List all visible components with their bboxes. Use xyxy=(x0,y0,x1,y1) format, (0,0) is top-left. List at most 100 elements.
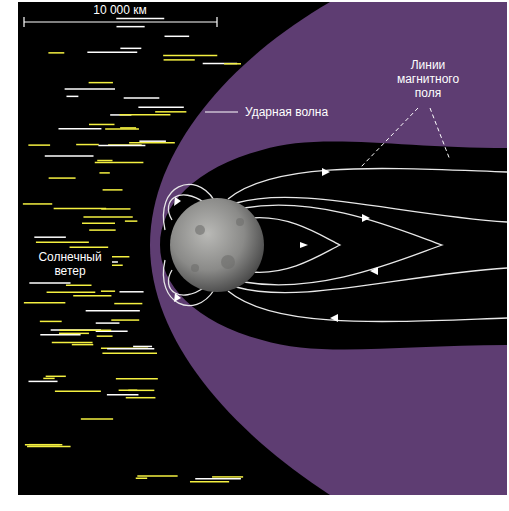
wind-streak xyxy=(83,216,132,218)
wind-streak xyxy=(99,172,109,174)
crater xyxy=(191,264,199,272)
wind-streak xyxy=(129,142,175,144)
field-line xyxy=(236,197,507,222)
wind-streak xyxy=(120,114,171,116)
wind-streak xyxy=(165,36,190,38)
scale-line xyxy=(24,21,217,22)
wind-streak xyxy=(55,391,101,393)
wind-streak xyxy=(49,177,76,179)
shock-region xyxy=(150,2,507,495)
wind-streak xyxy=(164,59,195,61)
arrow-head xyxy=(362,214,370,222)
wind-streak xyxy=(28,144,50,146)
wind-streak xyxy=(58,128,101,130)
wind-streak xyxy=(155,111,186,113)
field-line xyxy=(252,218,340,273)
crater xyxy=(236,218,244,226)
wind-streak xyxy=(124,97,160,99)
wind-streak xyxy=(133,346,152,348)
wind-streak xyxy=(65,88,115,90)
magnetopause xyxy=(160,141,507,349)
wind-streak xyxy=(59,333,89,335)
arrow-head xyxy=(174,197,181,206)
scale-bar xyxy=(24,17,217,27)
wind-streak xyxy=(82,222,115,224)
wind-streak xyxy=(116,18,164,20)
wind-streak xyxy=(40,334,80,336)
leader-line xyxy=(430,108,450,160)
wind-streak xyxy=(54,208,106,210)
wind-streak xyxy=(119,291,143,293)
wind-streak xyxy=(98,145,145,147)
wind-streak xyxy=(27,446,71,448)
wind-streak xyxy=(36,241,89,243)
mercury-planet xyxy=(170,198,264,292)
wind-streak xyxy=(87,51,137,53)
wind-streak xyxy=(101,290,115,292)
wind-streak xyxy=(111,319,139,321)
wind-streak xyxy=(163,55,217,57)
wind-streak xyxy=(107,348,154,350)
wind-streak xyxy=(95,162,144,164)
field-line xyxy=(228,291,507,321)
wind-streak xyxy=(136,478,147,480)
wind-streak xyxy=(116,378,158,380)
wind-streak xyxy=(195,478,241,480)
wind-streak xyxy=(48,52,64,54)
wind-streak xyxy=(34,236,66,238)
leader-lines xyxy=(360,108,450,168)
wind-streak xyxy=(107,394,139,396)
arrow-head xyxy=(330,314,338,322)
wind-streak xyxy=(89,229,115,231)
wind-streak xyxy=(102,353,157,355)
wind-streak xyxy=(52,342,93,344)
wind-streak xyxy=(97,335,113,337)
wind-streak xyxy=(40,321,62,323)
wind-streak xyxy=(96,322,120,324)
wind-streak xyxy=(86,310,140,312)
wind-streak xyxy=(89,124,115,126)
wind-streak xyxy=(97,160,112,162)
crater xyxy=(195,225,205,235)
wind-streak xyxy=(117,26,145,28)
wind-streak xyxy=(190,481,229,483)
wind-streak xyxy=(138,106,183,108)
wind-streak xyxy=(59,330,111,332)
wind-streak xyxy=(81,418,113,420)
field-line xyxy=(236,268,507,293)
field-lines xyxy=(163,169,507,322)
wind-streak xyxy=(23,203,52,205)
wind-streak xyxy=(28,381,57,383)
leader-line xyxy=(360,108,418,168)
wind-streak xyxy=(103,189,123,191)
wind-streak xyxy=(137,475,177,477)
craters xyxy=(191,218,244,272)
wind-streak xyxy=(25,444,62,446)
field-line xyxy=(244,205,442,285)
wind-streak xyxy=(72,344,93,346)
scale-tick xyxy=(216,17,217,27)
shock-label: Ударная волна xyxy=(243,105,330,119)
wind-streak xyxy=(29,444,60,446)
solar-wind-label: Солнечный ветер xyxy=(28,250,112,278)
wind-streak xyxy=(76,144,99,146)
wind-streak xyxy=(125,220,137,222)
wind-streak xyxy=(126,397,156,399)
arrow-head xyxy=(370,267,378,275)
wind-streak xyxy=(24,302,65,304)
wind-streak xyxy=(46,376,66,378)
arrow-head xyxy=(322,168,330,176)
leader-line xyxy=(205,111,238,112)
wind-streak xyxy=(105,128,139,130)
field-lines-label: Линии магнитного поля xyxy=(381,58,475,100)
wind-streak xyxy=(47,292,96,294)
crater xyxy=(221,255,235,269)
arrow-head xyxy=(300,242,308,248)
field-line xyxy=(228,169,507,199)
scale-label: 10 000 км xyxy=(91,3,149,17)
wind-streak xyxy=(43,378,54,380)
wind-streak xyxy=(45,155,94,157)
space-background xyxy=(18,2,507,495)
wind-streak xyxy=(120,48,141,50)
